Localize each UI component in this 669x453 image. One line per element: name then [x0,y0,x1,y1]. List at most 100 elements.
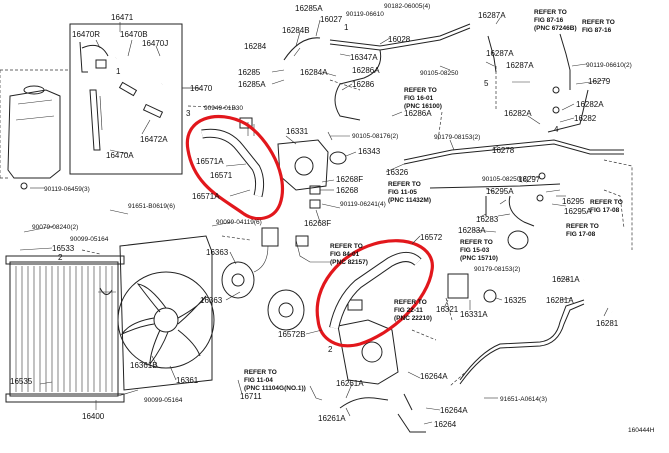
callout-number: 5 [484,79,489,88]
part-label[interactable]: 16261A [336,379,364,388]
ref-87-16-b[interactable]: REFER TO FIG 87-16 [582,19,615,34]
ref-11-04[interactable]: REFER TO FIG 11-04 (PNC 11104G(NO.1)) [244,369,306,392]
part-label[interactable]: 16331 [286,127,309,136]
part-label[interactable]: 16571A [192,192,220,201]
part-label[interactable]: 16281A [552,275,580,284]
part-label[interactable]: 90119-06459(3) [44,186,90,193]
part-label[interactable]: 16282 [574,114,597,123]
part-label[interactable]: 16295 [562,197,585,206]
part-label[interactable]: 16571A [196,157,224,166]
part-label[interactable]: 16284B [282,26,310,35]
part-label[interactable]: 16264A [420,372,448,381]
part-label[interactable]: 16027 [320,15,343,24]
reservoir-cap [23,85,45,95]
part-label[interactable]: 16283A [458,226,486,235]
callout-number: 1 [116,67,121,76]
part-label[interactable]: 16264 [434,420,457,429]
part-label[interactable]: 16028 [388,35,411,44]
part-label[interactable]: 16264A [440,406,468,415]
part-label[interactable]: 16472A [140,135,168,144]
part-label[interactable]: 16268F [304,219,331,228]
part-label[interactable]: 16261A [318,414,346,423]
part-label[interactable]: 90179-08153(2) [474,266,520,273]
part-label[interactable]: 90119-06610 [346,11,384,18]
part-label[interactable]: 16331A [460,310,488,319]
ref-17-08-a[interactable]: REFER TO FIG 17-08 [590,199,623,214]
svg-text:REFER TO: REFER TO [244,369,277,376]
part-label[interactable]: 16343 [358,147,381,156]
part-label[interactable]: 16285A [295,4,323,13]
part-label[interactable]: 16281 [596,319,619,328]
part-label[interactable]: 16282A [576,100,604,109]
part-label[interactable]: 16347A [350,53,378,62]
part-label[interactable]: 16279 [588,77,611,86]
part-label[interactable]: 16287A [486,49,514,58]
part-label[interactable]: 16282A [504,109,532,118]
part-label[interactable]: 16533 [52,244,75,253]
part-label[interactable]: 16363 [200,296,223,305]
part-label[interactable]: 90105-08250(2) [482,176,528,183]
guide-lines [81,66,633,387]
part-label[interactable]: 16470B [120,30,148,39]
svg-text:FIG 87-16: FIG 87-16 [534,17,564,24]
part-label[interactable]: 90105-08176(2) [352,133,398,140]
part-label[interactable]: 90099-04119(6) [216,219,262,226]
part-label[interactable]: 90119-06241(4) [340,201,386,208]
part-label[interactable]: 16268F [336,175,363,184]
part-label[interactable]: 16363 [206,248,229,257]
part-label[interactable]: 90099-05164 [144,397,183,404]
part-label[interactable]: 16283 [476,215,499,224]
part-label[interactable]: 91651-A0614(3) [500,396,547,403]
ref-15-03[interactable]: REFER TO FIG 15-03 (PNC 15710) [460,239,498,262]
ref-11-05[interactable]: REFER TO FIG 11-05 (PNC 11432M) [388,181,431,204]
part-label[interactable]: 90099-05164 [70,236,109,243]
part-label[interactable]: 16287A [506,61,534,70]
part-label[interactable]: 16400 [82,412,105,421]
part-label[interactable]: 16286A [404,109,432,118]
highlights [185,115,434,348]
part-label[interactable]: 16361B [130,361,158,370]
part-label[interactable]: 16470J [142,39,168,48]
part-label[interactable]: 16284A [300,68,328,77]
svg-text:REFER TO: REFER TO [404,87,437,94]
part-label[interactable]: 16535 [10,377,33,386]
part-label[interactable]: 16571 [210,171,233,180]
part-label[interactable]: 90949-01B30 [204,105,243,112]
part-label[interactable]: 16285A [238,80,266,89]
part-label[interactable]: 16572 [420,233,443,242]
part-label[interactable]: 16286 [352,80,375,89]
part-label[interactable]: 16711 [240,392,262,401]
part-label[interactable]: 16285 [238,68,261,77]
part-label[interactable]: 90119-06610(2) [586,62,632,69]
part-label[interactable]: 16325 [504,296,527,305]
ref-84-01[interactable]: REFER TO FIG 84-01 (PNC 82157) [330,243,368,266]
part-label[interactable]: 16284 [244,42,267,51]
part-label[interactable]: 16361 [176,376,199,385]
part-label[interactable]: 16286A [352,66,380,75]
ref-22-11[interactable]: REFER TO FIG 22-11 (PNC 22210) [394,299,432,322]
part-label[interactable]: 16572B [278,330,306,339]
part-label[interactable]: 16295A [486,187,514,196]
part-label[interactable]: 16471 [111,13,134,22]
part-label[interactable]: 16326 [386,168,409,177]
leader-lines [19,17,609,425]
part-label[interactable]: 90179-08153(2) [434,134,480,141]
part-label[interactable]: 90182-06005(4) [384,3,430,10]
part-label[interactable]: 90079-08240(2) [32,224,78,231]
part-label[interactable]: 16321 [436,305,459,314]
part-label[interactable]: 16297 [518,175,541,184]
ref-17-08-b[interactable]: REFER TO FIG 17-08 [566,223,599,238]
part-label[interactable]: 16281A [546,296,574,305]
part-label[interactable]: 16470R [72,30,100,39]
part-label[interactable]: 16268 [336,186,359,195]
part-label[interactable]: 16295A [564,207,592,216]
part-label[interactable]: 91651-B0619(6) [128,203,175,210]
ref-87-16-a[interactable]: REFER TO FIG 87-16 (PNC 67246B) [534,9,577,32]
part-label[interactable]: 90105-08250 [420,70,459,77]
ref-16-01[interactable]: REFER TO FIG 16-01 (PNC 16100) [404,87,442,110]
part-label[interactable]: 16470A [106,151,134,160]
fan-relay [261,227,279,247]
part-label[interactable]: 16470 [190,84,213,93]
part-label[interactable]: 16287A [478,11,506,20]
part-label[interactable]: 16278 [492,146,515,155]
